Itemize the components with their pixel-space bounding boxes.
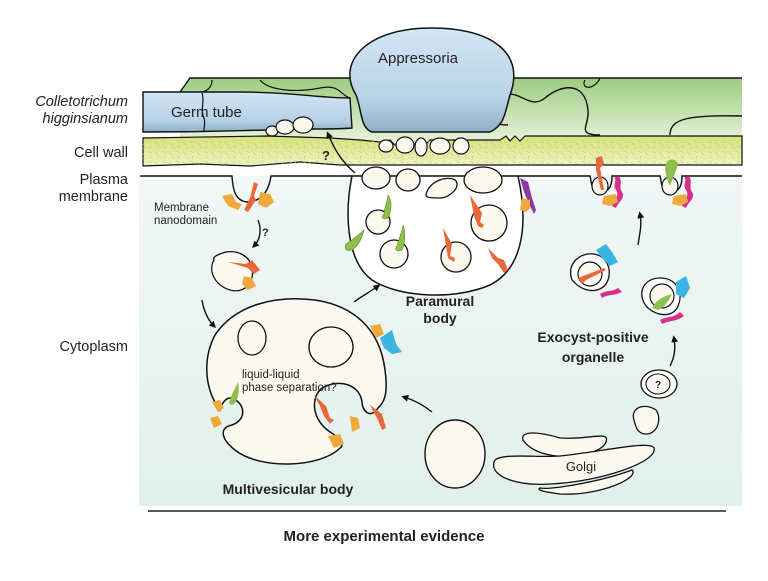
golgi-label: Golgi (566, 459, 596, 474)
green-protein (382, 194, 392, 220)
paramural-vesicle (463, 166, 503, 194)
arrow-vesicle-to-mvb (201, 299, 216, 328)
orange-protein (443, 228, 455, 262)
orange-protein (602, 194, 618, 206)
plasma-membrane-label-line1: Plasma (79, 172, 128, 188)
orange-protein (350, 416, 360, 432)
plant-cell-boundary (583, 77, 601, 88)
paramural-body-label-2: body (423, 310, 457, 326)
appressoria-label: Appressoria (378, 50, 459, 67)
orange-protein (596, 156, 604, 190)
llps-label-1: liquid-liquid (242, 369, 300, 381)
orange-protein (212, 400, 224, 412)
green-protein (652, 294, 672, 310)
green-protein (665, 159, 678, 186)
orange-protein (672, 194, 688, 206)
apoplastic-vesicle (292, 116, 314, 134)
organism-label-line1: Colletotrichum (35, 94, 128, 110)
magenta-protein (660, 312, 684, 324)
apoplastic-vesicle (378, 139, 394, 153)
orange-protein (222, 194, 242, 210)
arrow-mvb-to-paramural (353, 284, 381, 303)
exocyst-label-2: organelle (562, 349, 624, 365)
unknown-vesicle-core (645, 373, 671, 395)
germ-tube-label: Germ tube (171, 104, 242, 121)
appressoria (349, 27, 515, 133)
arrow-to-germ-tube (326, 131, 356, 174)
arrow-exocyst-to-pm (637, 211, 645, 246)
golgi-cisterna (493, 444, 655, 485)
small-vesicle (632, 405, 660, 435)
green-protein (229, 382, 239, 405)
paramural-vesicle (361, 166, 391, 190)
orange-protein (242, 276, 256, 290)
multivesicular-body-label: Multivesicular body (223, 481, 354, 497)
magenta-protein (612, 176, 624, 208)
cell-wall-label: Cell wall (74, 145, 128, 161)
red-orange-protein (578, 268, 606, 284)
cyan-protein (596, 244, 618, 266)
apoplastic-vesicle (414, 137, 428, 157)
cyan-protein (380, 330, 402, 354)
plant-cell-outline-top (179, 77, 742, 93)
magenta-protein (682, 176, 694, 208)
arrow-unknown-to-exocyst (669, 335, 679, 367)
nanodomain-question: ? (262, 227, 269, 239)
cytoplasm-label: Cytoplasm (59, 339, 129, 355)
membrane-nanodomain-label-2: nanodomain (154, 215, 217, 227)
green-protein (344, 229, 365, 251)
apoplastic-vesicle (452, 137, 470, 155)
magenta-protein (600, 288, 622, 298)
intraluminal-vesicle (308, 326, 354, 368)
orange-protein (210, 416, 222, 428)
orange-protein (470, 195, 484, 228)
plasma-membrane-label-line2: membrane (58, 189, 128, 205)
exocyst-question: ? (655, 380, 661, 391)
red-orange-protein (314, 395, 334, 424)
exocyst-label-1: Exocyst-positive (537, 329, 648, 345)
orange-protein (370, 324, 384, 338)
orange-protein (258, 192, 274, 208)
apoplastic-vesicle (275, 119, 295, 135)
green-protein (395, 223, 406, 252)
apoplastic-vesicle (429, 137, 451, 155)
plasma-membrane-left (140, 175, 352, 203)
arrow-golgi-to-mvb (401, 394, 433, 413)
paramural-vesicle (440, 241, 472, 273)
plant-cell-boundary (259, 79, 351, 99)
red-orange-protein (228, 260, 260, 274)
arrow-nanodomain-to-vesicle (252, 219, 261, 248)
red-orange-protein (370, 405, 386, 430)
cell-wall-question: ? (322, 148, 330, 163)
large-vesicle (424, 419, 486, 489)
red-orange-protein (244, 182, 258, 212)
paramural-body-label-1: Paramural (406, 293, 474, 309)
exocyst-organelle-core (649, 283, 675, 309)
purple-protein (520, 178, 536, 214)
membrane-nanodomain-label-1: Membrane (154, 202, 209, 214)
paramural-vesicle (395, 168, 421, 192)
orange-protein (328, 434, 344, 448)
paramural-vesicle (425, 177, 458, 199)
golgi-cisterna (538, 469, 634, 495)
organism-label-line2: higginsianum (42, 111, 128, 127)
germ-tube-septum (201, 92, 206, 133)
plant-cell-boundary (669, 115, 743, 136)
evidence-axis-label: More experimental evidence (283, 528, 485, 545)
apoplastic-vesicle (395, 136, 415, 154)
cyan-protein (676, 276, 690, 298)
orange-protein (488, 248, 508, 273)
intraluminal-vesicle (237, 320, 267, 356)
orange-protein (520, 198, 530, 212)
llps-label-2: phase separation? (242, 382, 337, 394)
